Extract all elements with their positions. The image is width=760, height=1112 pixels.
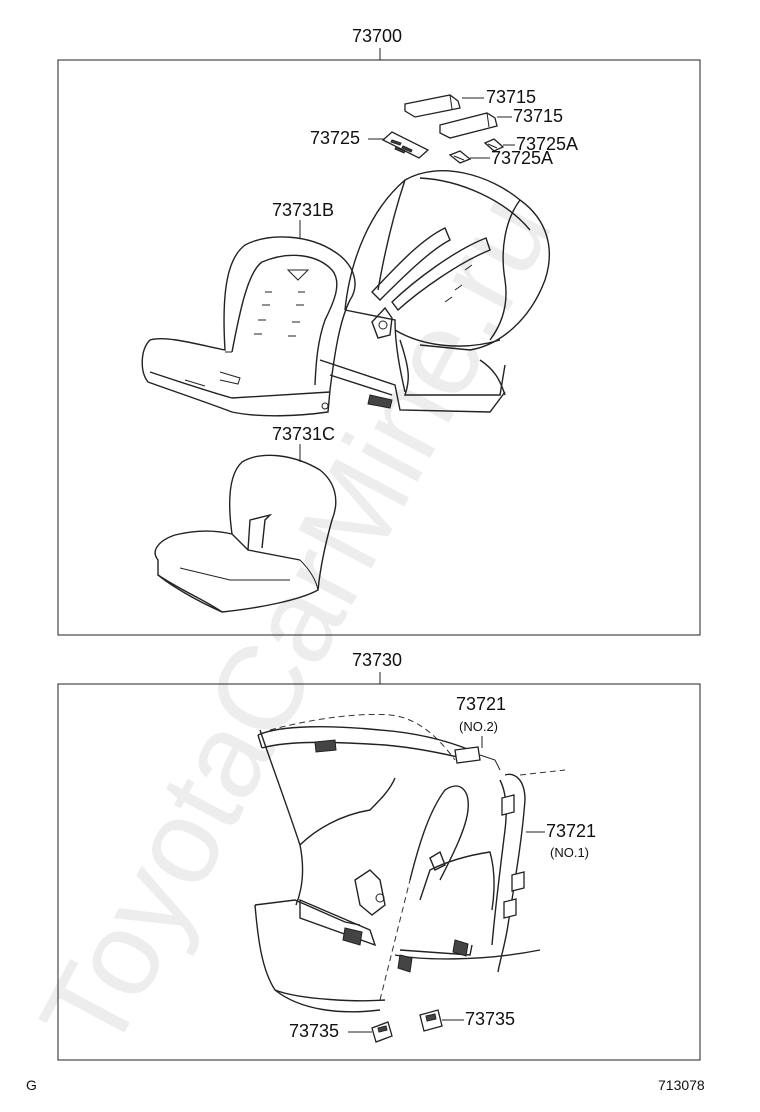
label-73725a-1[interactable]: 73725A — [516, 134, 578, 154]
label-73721-no1-sub: (NO.1) — [550, 845, 589, 860]
part-73721-no1-strap[interactable] — [491, 773, 526, 973]
label-73731c[interactable]: 73731C — [272, 424, 335, 444]
label-73731b[interactable]: 73731B — [272, 200, 334, 220]
label-73735-left[interactable]: 73735 — [289, 1021, 339, 1041]
part-73715-lower[interactable] — [439, 112, 498, 139]
label-73721-no2-sub: (NO.2) — [459, 719, 498, 734]
label-73721-no2[interactable]: 73721 — [456, 694, 506, 714]
upper-frame — [57, 59, 701, 636]
lower-frame — [57, 683, 701, 1061]
part-73731b[interactable] — [141, 236, 356, 417]
label-73725[interactable]: 73725 — [310, 128, 360, 148]
part-73725a-1[interactable] — [483, 138, 505, 152]
assembly-label-73730: 73730 — [352, 650, 402, 670]
part-73715-upper[interactable] — [404, 94, 461, 118]
child-seat-assembly-drawing — [319, 170, 551, 413]
label-73715-lower[interactable]: 73715 — [513, 106, 563, 126]
footer-code: G — [26, 1077, 37, 1093]
assembly-label-73700: 73700 — [352, 26, 402, 46]
part-73725a-2[interactable] — [448, 150, 472, 164]
part-73725[interactable] — [381, 131, 430, 159]
part-73735-right[interactable] — [419, 1009, 443, 1032]
part-73721-no2-strap[interactable] — [257, 726, 501, 771]
diagram-number: 713078 — [658, 1077, 705, 1093]
label-73715-upper[interactable]: 73715 — [486, 87, 536, 107]
label-73721-no1[interactable]: 73721 — [546, 821, 596, 841]
vehicle-seat-drawing — [254, 714, 566, 1013]
label-73725a-2[interactable]: 73725A — [491, 148, 553, 168]
part-73735-left[interactable] — [371, 1021, 393, 1043]
label-73735-right[interactable]: 73735 — [465, 1009, 515, 1029]
part-73731c[interactable] — [154, 454, 337, 613]
